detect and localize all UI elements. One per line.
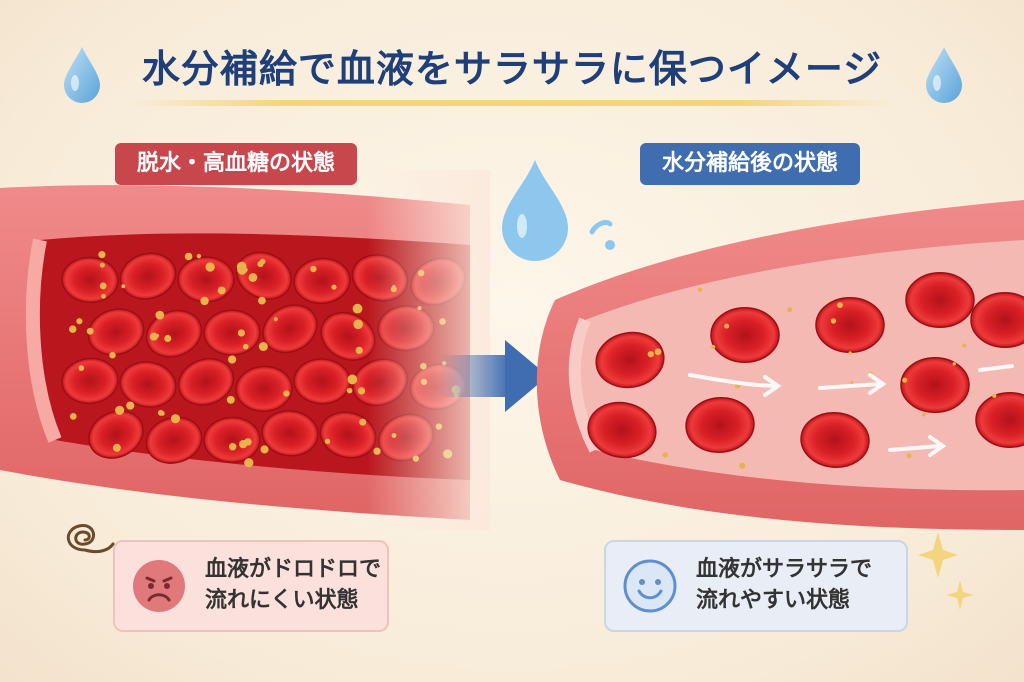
sugar-particle xyxy=(902,377,908,383)
sugar-particle xyxy=(830,318,837,324)
red-blood-cell xyxy=(800,411,870,469)
right-blood-cells xyxy=(587,272,1024,469)
sugar-particle xyxy=(724,323,730,329)
sparkle-icon xyxy=(918,530,978,624)
red-blood-cell xyxy=(970,292,1024,348)
sad-face-icon xyxy=(133,560,185,612)
sugar-particle xyxy=(952,362,956,366)
title-underline xyxy=(130,100,894,106)
sugar-particle xyxy=(850,381,854,385)
status-line-1: 血液がサラサラで xyxy=(696,557,873,582)
hydrated-state-label: 水分補給後の状態 xyxy=(640,143,861,185)
sugar-particle xyxy=(739,462,746,469)
smooth-blood-status: 血液がサラサラで 流れやすい状態 xyxy=(604,540,908,632)
page-title: 水分補給で血液をサラサラに保つイメージ xyxy=(141,47,883,91)
status-line-2: 流れにくい状態 xyxy=(205,588,359,613)
scribble-icon xyxy=(55,510,115,564)
water-drop-icon-right xyxy=(924,45,964,107)
water-drop-icon-left xyxy=(62,45,102,107)
sugar-particle xyxy=(654,348,662,356)
status-line-1: 血液がドロドロで xyxy=(205,557,382,582)
sugar-particle xyxy=(837,302,843,308)
red-blood-cell xyxy=(975,392,1024,448)
sugar-particle xyxy=(962,343,967,348)
sugar-particle xyxy=(697,287,703,292)
red-blood-cell xyxy=(710,307,780,363)
sugar-particle xyxy=(711,344,716,350)
red-blood-cell xyxy=(685,396,755,454)
sugar-particle xyxy=(662,452,669,458)
red-blood-cell xyxy=(900,357,970,413)
smile-face-icon xyxy=(623,559,677,613)
red-blood-cell xyxy=(905,272,975,328)
water-drop-icon-center xyxy=(502,160,615,261)
sugar-particle xyxy=(906,453,912,459)
sugar-particle xyxy=(992,393,997,398)
sugar-particle xyxy=(848,351,852,355)
red-blood-cell xyxy=(815,297,885,353)
sugar-particle xyxy=(921,412,927,417)
status-line-2: 流れやすい状態 xyxy=(696,588,851,613)
sticky-blood-status: 血液がドロドロで 流れにくい状態 xyxy=(113,540,389,632)
red-blood-cell xyxy=(595,331,665,389)
red-blood-cell xyxy=(587,401,657,459)
dehydrated-state-label: 脱水・高血糖の状態 xyxy=(115,143,358,185)
sugar-particle xyxy=(787,307,793,313)
flow-arrows xyxy=(688,364,1014,457)
sugar-particle xyxy=(647,350,654,358)
arrow-right-icon xyxy=(440,340,548,412)
